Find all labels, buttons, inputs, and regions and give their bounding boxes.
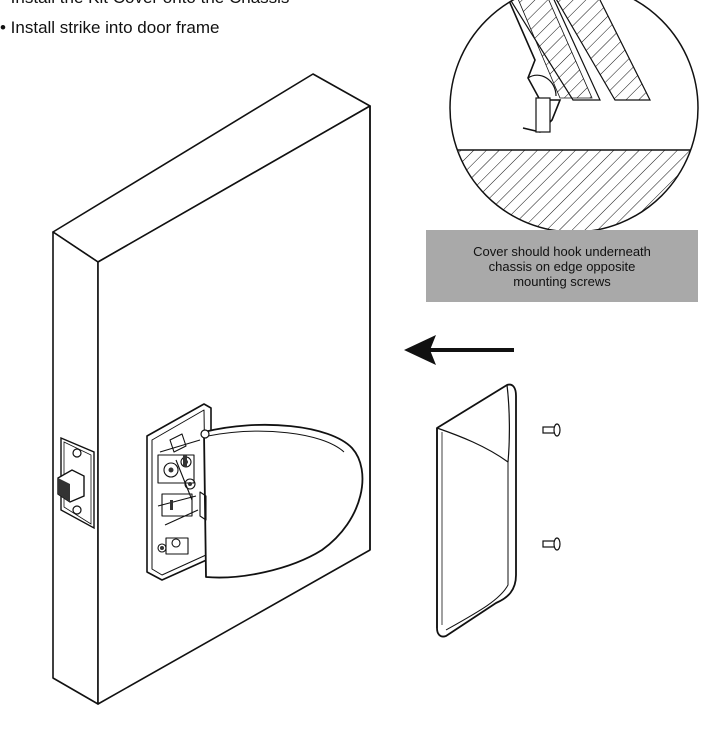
instruction-strike: • Install strike into door frame bbox=[0, 18, 220, 37]
mounting-screw-lower bbox=[542, 537, 561, 551]
previous-step-text: • Install the Kit Cover onto the Chassis bbox=[0, 0, 289, 8]
detail-section-view bbox=[449, 0, 699, 233]
kit-cover bbox=[436, 383, 517, 638]
direction-arrow bbox=[404, 335, 514, 365]
latch-faceplate bbox=[57, 436, 95, 530]
callout-line-2: chassis on edge opposite bbox=[488, 258, 636, 274]
callout-line-3: mounting screws bbox=[513, 273, 611, 289]
door bbox=[52, 73, 371, 705]
callout-line-1: Cover should hook underneath bbox=[473, 243, 651, 259]
callout-note: Cover should hook underneath chassis on … bbox=[426, 230, 698, 302]
mounting-screw-upper bbox=[542, 423, 561, 437]
lock-chassis bbox=[146, 403, 364, 581]
